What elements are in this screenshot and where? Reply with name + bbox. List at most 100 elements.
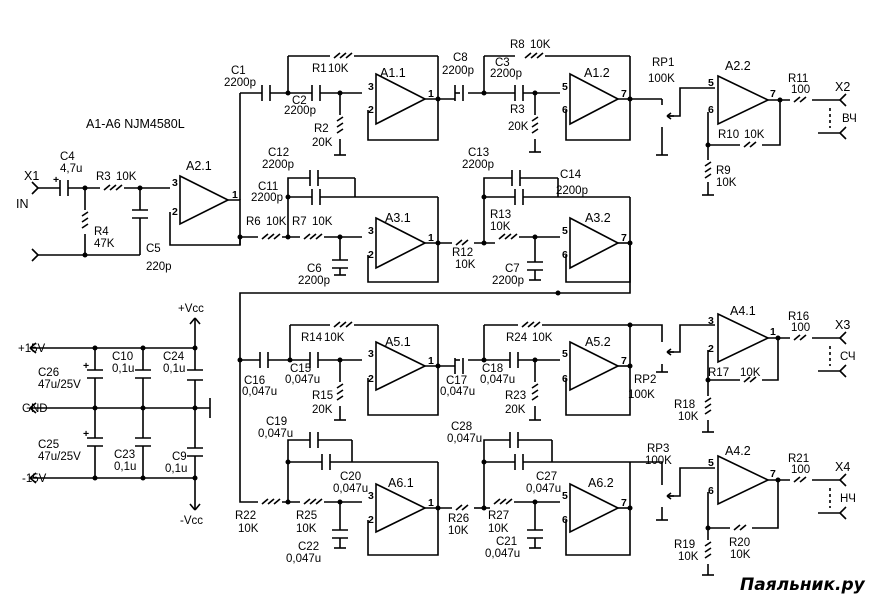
svg-text:C19: C19 (266, 416, 287, 428)
svg-text:10K: 10K (488, 523, 509, 535)
ground-symbols (334, 151, 714, 576)
svg-text:7: 7 (621, 88, 627, 100)
svg-text:СЧ: СЧ (840, 351, 856, 363)
svg-text:C23: C23 (114, 449, 135, 461)
svg-text:1: 1 (770, 326, 776, 338)
svg-text:C16: C16 (244, 375, 265, 387)
svg-text:7: 7 (621, 497, 627, 509)
svg-text:2200p: 2200p (462, 159, 494, 171)
svg-text:R11: R11 (788, 73, 808, 85)
svg-text:C21: C21 (496, 536, 517, 548)
capacitors (59, 85, 543, 539)
svg-text:5: 5 (708, 77, 714, 89)
svg-text:R15: R15 (312, 390, 333, 402)
resistors-horizontal (100, 52, 812, 532)
svg-text:-15V: -15V (22, 473, 47, 485)
svg-text:C26: C26 (38, 367, 59, 379)
svg-text:C17: C17 (446, 375, 467, 387)
svg-text:220p: 220p (146, 261, 172, 273)
svg-text:0,047u: 0,047u (333, 483, 368, 495)
svg-text:10K: 10K (530, 39, 551, 51)
svg-text:C2: C2 (292, 95, 307, 107)
svg-text:5: 5 (562, 490, 568, 502)
svg-text:2: 2 (368, 373, 374, 385)
svg-text:100K: 100K (628, 389, 655, 401)
svg-text:100: 100 (791, 322, 810, 334)
svg-text:5: 5 (708, 457, 714, 469)
svg-text:0,047u: 0,047u (242, 386, 277, 398)
svg-text:ВЧ: ВЧ (842, 113, 857, 125)
svg-text:10K: 10K (238, 523, 259, 535)
svg-text:10K: 10K (716, 177, 737, 189)
svg-text:5: 5 (562, 225, 568, 237)
svg-text:C25: C25 (38, 439, 59, 451)
svg-text:1: 1 (428, 355, 434, 367)
svg-text:10K: 10K (116, 171, 137, 183)
svg-text:A5.2: A5.2 (585, 335, 611, 349)
opamp-A2.2: A2.2 5 6 7 (708, 59, 776, 126)
svg-text:7: 7 (770, 88, 776, 100)
svg-text:10K: 10K (744, 129, 765, 141)
svg-text:1: 1 (428, 497, 434, 509)
svg-text:10K: 10K (312, 216, 333, 228)
svg-text:-Vcc: -Vcc (180, 515, 203, 527)
svg-text:0,047u: 0,047u (480, 374, 515, 386)
connector-symbols (29, 93, 847, 520)
svg-text:10K: 10K (296, 523, 317, 535)
svg-text:10K: 10K (532, 332, 553, 344)
svg-text:X4: X4 (835, 460, 850, 474)
svg-text:20K: 20K (508, 121, 529, 133)
svg-text:R22: R22 (235, 510, 256, 522)
svg-text:+Vcc: +Vcc (178, 303, 204, 315)
svg-text:7: 7 (621, 355, 627, 367)
svg-text:2: 2 (368, 104, 374, 116)
svg-text:+: + (83, 428, 89, 440)
svg-text:20K: 20K (312, 404, 333, 416)
svg-text:0,047u: 0,047u (447, 433, 482, 445)
svg-text:7: 7 (770, 468, 776, 480)
opamp-A6.2: A6.2 5 6 7 (562, 476, 627, 534)
svg-text:RP1: RP1 (652, 57, 674, 69)
svg-text:+15V: +15V (18, 343, 46, 355)
svg-text:20K: 20K (505, 404, 526, 416)
polarity-marks: + + + (53, 174, 89, 440)
resistor-hatching (103, 52, 807, 531)
svg-text:RP3: RP3 (647, 443, 669, 455)
svg-text:+: + (83, 360, 89, 372)
svg-text:0,047u: 0,047u (526, 483, 561, 495)
svg-text:10K: 10K (490, 221, 511, 233)
svg-text:R12: R12 (452, 247, 473, 259)
svg-text:RP2: RP2 (634, 374, 656, 386)
svg-text:5: 5 (562, 81, 568, 93)
svg-text:A4.1: A4.1 (730, 304, 756, 318)
svg-text:R8: R8 (510, 39, 525, 51)
svg-text:C11: C11 (258, 181, 278, 193)
svg-text:2200p: 2200p (442, 65, 474, 77)
svg-text:0,1u: 0,1u (114, 461, 136, 473)
watermark: Паяльник.ру (740, 575, 866, 595)
opamp-A5.1: A5.1 3 2 1 (368, 335, 434, 392)
svg-text:2200p: 2200p (556, 185, 588, 197)
svg-text:R10: R10 (718, 129, 739, 141)
svg-text:0,047u: 0,047u (258, 428, 293, 440)
svg-text:A4.2: A4.2 (725, 444, 751, 458)
svg-text:C14: C14 (560, 169, 582, 181)
resistor-hatching-vertical (81, 116, 712, 559)
svg-text:R24: R24 (506, 332, 528, 344)
svg-text:10K: 10K (730, 549, 751, 561)
svg-text:2: 2 (368, 249, 374, 261)
svg-text:A6.1: A6.1 (388, 476, 414, 490)
svg-text:1: 1 (428, 232, 434, 244)
svg-text:2200p: 2200p (224, 77, 256, 89)
svg-text:2200p: 2200p (251, 192, 283, 204)
svg-text:C15: C15 (290, 363, 311, 375)
svg-text:A1.2: A1.2 (584, 66, 610, 80)
svg-text:C3: C3 (495, 57, 510, 69)
svg-text:R23: R23 (505, 390, 526, 402)
svg-text:47u/25V: 47u/25V (38, 379, 81, 391)
svg-text:+: + (53, 174, 59, 186)
svg-text:C9: C9 (172, 451, 187, 463)
svg-text:R27: R27 (488, 510, 509, 522)
svg-text:C6: C6 (307, 263, 322, 275)
